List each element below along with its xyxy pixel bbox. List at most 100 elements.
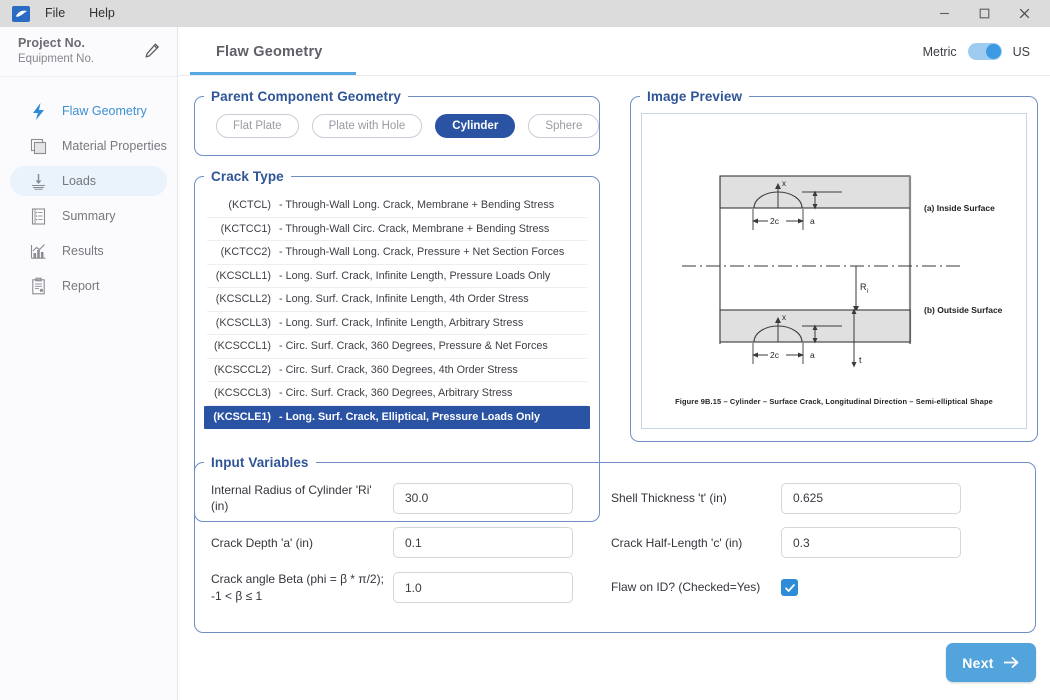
checkbox-flaw-on-id[interactable] [781,579,798,596]
cylinder-crack-diagram: x 2c a (a) Inside Surface [642,114,1026,414]
project-text: Project No. Equipment No. [18,36,143,67]
label-crack-angle-beta: Crack angle Beta (phi = β * π/2); -1 < β… [211,571,393,603]
crack-type-row[interactable]: (KCSCLL3) - Long. Surf. Crack, Infinite … [207,312,587,336]
load-arrow-icon [28,171,48,191]
image-preview-panel: Image Preview x [630,89,1038,442]
sidebar-item-summary[interactable]: Summary [10,201,167,231]
input-crack-depth[interactable]: 0.1 [393,527,573,558]
maximize-icon[interactable] [964,0,1004,27]
crack-type-row[interactable]: (KCTCC2) - Through-Wall Long. Crack, Pre… [207,241,587,265]
sidebar-label-flaw-geometry: Flaw Geometry [62,104,147,118]
svg-text:R: R [860,282,867,292]
geometry-chip-group: Flat Plate Plate with Hole Cylinder Sphe… [195,104,599,138]
arrow-right-icon [1003,656,1020,669]
sidebar-label-material-properties: Material Properties [62,139,167,153]
unit-label-metric: Metric [923,45,957,59]
crack-type-row[interactable]: (KCSCCL3) - Circ. Surf. Crack, 360 Degre… [207,382,587,406]
crack-type-row[interactable]: (KCSCCL2) - Circ. Surf. Crack, 360 Degre… [207,359,587,383]
crack-type-row-selected[interactable]: (KCSCLE1) - Long. Surf. Crack, Elliptica… [204,406,590,430]
project-number-label: Project No. [18,36,143,52]
svg-text:x: x [782,313,786,322]
bar-chart-icon [28,241,48,261]
preview-image-container: x 2c a (a) Inside Surface [641,113,1027,429]
input-crack-half-length[interactable]: 0.3 [781,527,961,558]
sidebar-label-report: Report [62,279,100,293]
crack-type-desc: - Through-Wall Circ. Crack, Membrane + B… [279,223,587,235]
crack-type-desc: - Through-Wall Long. Crack, Membrane + B… [279,199,587,211]
unit-system-toggle[interactable]: Metric US [923,27,1030,76]
input-internal-radius[interactable]: 30.0 [393,483,573,514]
tab-flaw-geometry[interactable]: Flaw Geometry [192,27,347,76]
input-variables-legend: Input Variables [204,455,316,470]
svg-text:(a) Inside Surface: (a) Inside Surface [924,203,995,213]
crack-type-row[interactable]: (KCSCLL2) - Long. Surf. Crack, Infinite … [207,288,587,312]
next-button-label: Next [962,655,994,671]
crack-type-desc: - Through-Wall Long. Crack, Pressure + N… [279,246,587,258]
svg-text:t: t [859,355,862,365]
sidebar-nav: Flaw Geometry Material Properties [0,77,177,301]
label-crack-half-length: Crack Half-Length 'c' (in) [611,535,781,551]
crack-type-code: (KCTCL) [207,199,279,211]
parent-component-geometry-panel: Parent Component Geometry Flat Plate Pla… [194,89,600,156]
geometry-chip-flat-plate[interactable]: Flat Plate [216,114,299,138]
sidebar-label-summary: Summary [62,209,115,223]
crack-type-code: (KCSCCL3) [207,387,279,399]
project-header: Project No. Equipment No. [0,27,177,77]
svg-text:(b) Outside Surface: (b) Outside Surface [924,305,1003,315]
svg-text:i: i [867,288,868,295]
app-logo-icon [12,6,30,22]
next-button[interactable]: Next [946,643,1036,682]
crack-type-code: (KCTCC1) [207,223,279,235]
pencil-icon[interactable] [143,42,163,62]
input-variables-panel: Input Variables Internal Radius of Cylin… [194,455,1036,633]
geometry-chip-cylinder[interactable]: Cylinder [435,114,515,138]
sidebar-item-report[interactable]: Report [10,271,167,301]
page-header: Flaw Geometry Metric US [178,27,1050,76]
crack-type-desc: - Long. Surf. Crack, Infinite Length, Ar… [279,317,587,329]
input-shell-thickness[interactable]: 0.625 [781,483,961,514]
input-crack-angle-beta[interactable]: 1.0 [393,572,573,603]
crack-type-legend: Crack Type [204,169,291,184]
title-bar: File Help [0,0,1050,27]
crack-type-desc: - Long. Surf. Crack, Elliptical, Pressur… [279,411,587,423]
label-internal-radius: Internal Radius of Cylinder 'Ri' (in) [211,482,393,514]
label-shell-thickness: Shell Thickness 't' (in) [611,490,781,506]
window-controls [924,0,1050,27]
menu-help[interactable]: Help [80,4,124,23]
sidebar-label-results: Results [62,244,104,258]
geometry-chip-sphere[interactable]: Sphere [528,114,599,138]
geometry-chip-plate-with-hole[interactable]: Plate with Hole [312,114,423,138]
sidebar-item-results[interactable]: Results [10,236,167,266]
crack-type-desc: - Long. Surf. Crack, Infinite Length, 4t… [279,293,587,305]
sidebar: Project No. Equipment No. Flaw Geometry [0,27,178,700]
crack-type-code: (KCSCLL3) [207,317,279,329]
menu-file[interactable]: File [36,4,74,23]
crack-type-row[interactable]: (KCSCLL1) - Long. Surf. Crack, Infinite … [207,265,587,289]
crack-type-code: (KCSCLE1) [207,411,279,423]
crack-type-code: (KCSCCL2) [207,364,279,376]
unit-switch-knob [986,44,1001,59]
equipment-number-label: Equipment No. [18,52,143,67]
sidebar-item-material-properties[interactable]: Material Properties [10,131,167,161]
crack-type-row[interactable]: (KCSCCL1) - Circ. Surf. Crack, 360 Degre… [207,335,587,359]
crack-type-row[interactable]: (KCTCL) - Through-Wall Long. Crack, Memb… [207,194,587,218]
checkbox-wrapper-flaw-on-id [781,579,963,596]
crack-type-desc: - Circ. Surf. Crack, 360 Degrees, 4th Or… [279,364,587,376]
unit-switch[interactable] [968,43,1002,60]
image-preview-legend: Image Preview [640,89,749,104]
tab-active-indicator [190,72,356,75]
input-variables-grid: Internal Radius of Cylinder 'Ri' (in) 30… [195,470,1035,604]
sidebar-item-flaw-geometry[interactable]: Flaw Geometry [10,96,167,126]
label-flaw-on-id: Flaw on ID? (Checked=Yes) [611,579,781,595]
svg-text:x: x [782,179,786,188]
sidebar-label-loads: Loads [62,174,96,188]
crack-type-desc: - Circ. Surf. Crack, 360 Degrees, Pressu… [279,340,587,352]
svg-text:a: a [810,350,815,360]
crack-type-code: (KCSCLL1) [207,270,279,282]
minimize-icon[interactable] [924,0,964,27]
close-icon[interactable] [1004,0,1044,27]
crack-type-row[interactable]: (KCTCC1) - Through-Wall Circ. Crack, Mem… [207,218,587,242]
crack-type-list[interactable]: (KCTCL) - Through-Wall Long. Crack, Memb… [195,184,599,429]
sidebar-item-loads[interactable]: Loads [10,166,167,196]
